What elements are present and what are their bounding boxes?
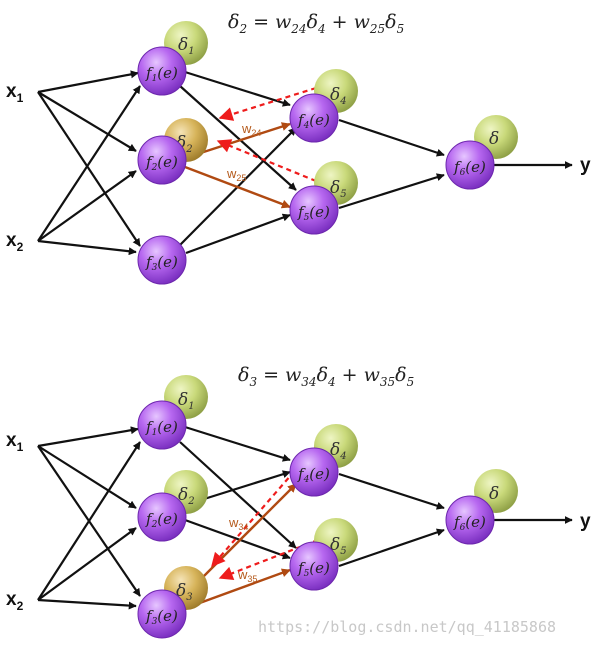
delta-label-4-b: δ4 [330,440,347,462]
neuron-1 [137,46,187,96]
connections-bottom [37,425,573,610]
edge-x2-n2-b [37,527,137,601]
delta-label-4: δ4 [330,85,347,107]
weight-label-bottom-1: w34 [228,515,248,532]
edge-x1-n1-b [37,426,139,448]
edge-x1-n1 [37,70,139,94]
neuron-6-b [445,495,495,545]
watermark: https://blog.csdn.net/qq_41185868 [258,618,556,636]
neuron-label-5-b: f5(e) [297,559,330,579]
neurons-bottom: f1(e) f2(e) f3(e) f4(e) f5(e) f6(e) [137,400,495,639]
neuron-label-3-b: f3(e) [145,607,178,627]
neuron-2-b [137,492,187,542]
delta-label-5: δ5 [330,178,347,200]
delta-label-5-b: δ5 [330,535,347,557]
neurons-top: f1(e) f2(e) f3(e) f4(e) f5(e) f6(e) [137,46,495,285]
edge-n1-n5-b [179,441,297,549]
delta-label-2: δ2 [176,133,193,155]
panel-bottom: δ3=w34δ4+w35δ5 w34 w35 [6,364,591,639]
backprop-arrows-top [216,86,317,183]
edge-n4-n6-b [338,472,445,510]
neuron-5 [289,185,339,235]
edge-n1-n4 [184,70,291,107]
neuron-label-4-b: f4(e) [297,465,330,485]
edge-x2-n1-b [37,441,141,601]
neuron-label-6-b: f6(e) [453,513,486,533]
neuron-label-5: f5(e) [297,203,330,223]
delta-label-6: δ [489,129,499,149]
edge-n2-n5-weighted [184,165,291,209]
input-x2-bottom: x2 [6,589,24,613]
edge-x2-n1 [37,85,141,242]
deltas-bottom: δ1 δ2 δ3 δ4 δ5 δ [164,375,518,610]
input-x1-bottom: x1 [6,430,24,454]
neuron-3 [137,235,187,285]
panel-top: δ2=w24δ4+w25δ5 w24 [6,11,591,285]
backprop-d4-to-d2 [218,86,317,121]
edge-n4-n6 [338,118,445,157]
edge-x1-n2-b [37,445,137,509]
neuron-5-b [289,541,339,591]
neuron-2 [137,135,187,185]
edge-n1-n5 [179,85,297,191]
weight-label-top-1: w24 [241,121,261,138]
neuron-4-b [289,447,339,497]
delta-label-1: δ1 [178,35,195,57]
weight-label-top-2: w25 [226,166,246,183]
delta-label-6-b: δ [489,484,499,504]
delta-label-3-b: δ3 [176,581,193,603]
edge-n3-n5 [185,213,291,255]
edge-x2-n3 [37,239,137,256]
neuron-label-3: f3(e) [145,253,178,273]
edge-n1-n4-b [184,425,291,462]
edge-x2-n3-b [37,598,137,610]
neuron-4 [289,93,339,143]
weight-label-bottom-2: w35 [237,567,257,584]
edge-n5-n6-b [338,528,445,568]
neuron-3-b [137,589,187,639]
input-x2-top: x2 [6,230,24,254]
edge-x2-n2 [37,170,137,242]
neuron-label-1-b: f1(e) [145,418,178,438]
edge-n2-n5-b [184,518,291,560]
neuron-1-b [137,400,187,450]
output-y-bottom: y [580,511,591,532]
delta-label-1-b: δ1 [178,390,195,412]
edge-x1-n2 [37,91,137,152]
delta-label-2-b: δ2 [178,485,195,507]
neuron-label-1: f1(e) [145,64,178,84]
neuron-label-4: f4(e) [297,111,330,131]
equation-bottom: δ3=w34δ4+w35δ5 [238,364,414,389]
input-x1-top: x1 [6,81,24,105]
neuron-6 [445,140,495,190]
neuron-label-2: f2(e) [145,153,178,173]
output-y-top: y [580,155,591,176]
equation-top: δ2=w24δ4+w25δ5 [228,11,404,36]
neuron-label-6: f6(e) [453,158,486,178]
edge-n5-n6 [338,173,445,210]
edge-x1-n3 [37,91,141,247]
edge-n3-n5-weighted [185,568,291,610]
neuron-label-2-b: f2(e) [145,510,178,530]
